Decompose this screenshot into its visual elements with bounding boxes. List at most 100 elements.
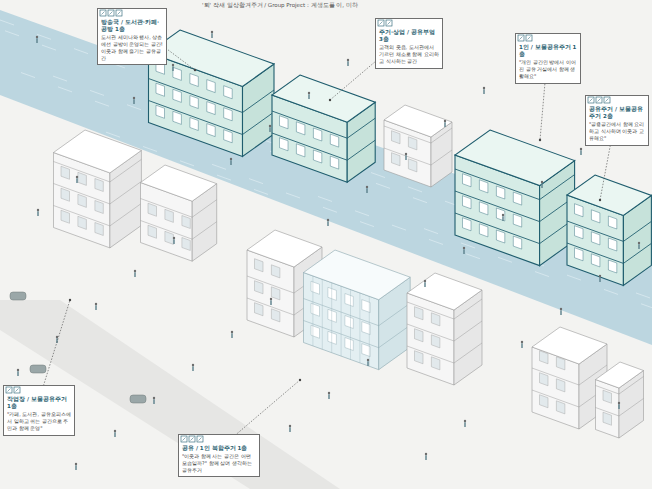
window — [271, 287, 280, 300]
building-block — [455, 130, 575, 266]
person — [211, 31, 213, 38]
window — [540, 395, 549, 408]
callout-box: 1인 / 보물공유주거 1층"개인 공간인 방에서 이어진 공유 거실에서 함께… — [515, 33, 581, 84]
window — [415, 351, 424, 364]
window — [296, 122, 305, 135]
floor-slab — [54, 159, 142, 182]
water-streak — [376, 183, 390, 188]
water-streak — [42, 45, 56, 50]
person-head — [231, 331, 233, 333]
window — [392, 131, 401, 144]
leader-dot — [299, 379, 301, 381]
person-body — [17, 371, 18, 376]
person-body — [192, 366, 193, 371]
callout-heading: 1인 / 보물공유주거 1층 — [519, 44, 577, 58]
person — [75, 463, 77, 470]
water-streak — [249, 179, 263, 184]
window — [330, 156, 338, 169]
person-body — [618, 404, 619, 409]
callout-body: 고객의 웃음, 도서관에서 기르던 채소로 함께 요리하고 식사하는 공간 — [379, 44, 439, 64]
water-streak — [74, 49, 88, 54]
person — [289, 425, 291, 432]
water-streak — [95, 101, 109, 106]
person-body — [134, 272, 135, 277]
building-block — [567, 175, 651, 285]
building-roof — [304, 250, 411, 300]
callout-heading: 공유 / 1인 복합주거 1층 — [182, 445, 256, 452]
window — [165, 209, 174, 222]
person-body — [560, 310, 561, 315]
person-head — [211, 31, 213, 33]
window — [255, 259, 264, 272]
window — [148, 225, 157, 238]
water-streak — [498, 257, 512, 262]
person-head — [56, 336, 58, 338]
person-head — [75, 463, 77, 465]
person-head — [367, 359, 369, 361]
window — [311, 325, 320, 338]
person-body — [367, 361, 368, 366]
window — [556, 401, 565, 414]
person-body — [36, 38, 37, 43]
person — [541, 181, 543, 188]
window — [345, 316, 353, 329]
leader-lines — [39, 23, 617, 449]
window — [575, 226, 584, 239]
person — [425, 453, 427, 460]
window — [78, 194, 87, 207]
person-head — [502, 214, 504, 216]
person-body — [599, 277, 600, 282]
person-head — [153, 397, 155, 399]
person-head — [405, 153, 407, 155]
water-streak — [360, 222, 374, 227]
window — [95, 179, 103, 192]
window — [431, 357, 440, 370]
window — [61, 210, 70, 223]
window — [311, 281, 320, 294]
window — [156, 105, 165, 118]
window — [255, 303, 264, 316]
window — [328, 309, 337, 322]
person — [560, 308, 562, 315]
window — [328, 287, 337, 300]
water-streak — [254, 189, 268, 194]
leader-dot — [599, 199, 601, 201]
person-body — [502, 216, 503, 221]
water-streak — [604, 289, 618, 294]
water-streak — [143, 146, 157, 151]
building-roof — [272, 75, 375, 122]
person — [424, 280, 426, 287]
window — [330, 134, 338, 147]
window — [296, 144, 305, 157]
person-head — [76, 176, 78, 178]
window — [207, 102, 215, 115]
water-streak — [127, 105, 141, 110]
person-head — [230, 158, 232, 160]
building-block — [54, 130, 142, 248]
person-body — [444, 122, 445, 127]
person-head — [580, 148, 582, 150]
person — [231, 331, 233, 338]
window — [608, 216, 616, 229]
window — [182, 238, 190, 251]
person-body — [424, 282, 425, 287]
person — [580, 148, 582, 155]
window — [182, 216, 190, 229]
person-head — [463, 247, 465, 249]
window — [513, 192, 521, 205]
window — [224, 86, 233, 99]
window — [345, 294, 353, 307]
window — [479, 224, 488, 237]
floor-slab — [596, 377, 644, 395]
callout-body: 도서관 세미나와 행사, 상층에선 공방이 운영되는 공간! 이웃과 함께 즐기… — [101, 34, 163, 61]
callout-heading: 주거·상업 / 공유부엌 3층 — [379, 29, 439, 43]
window — [280, 138, 289, 151]
window — [608, 260, 616, 273]
building-roof — [141, 165, 217, 201]
mullion — [350, 290, 351, 360]
window — [591, 210, 600, 223]
window — [608, 238, 616, 251]
water-streak — [0, 20, 14, 25]
window — [190, 96, 198, 109]
building-block — [149, 30, 275, 157]
